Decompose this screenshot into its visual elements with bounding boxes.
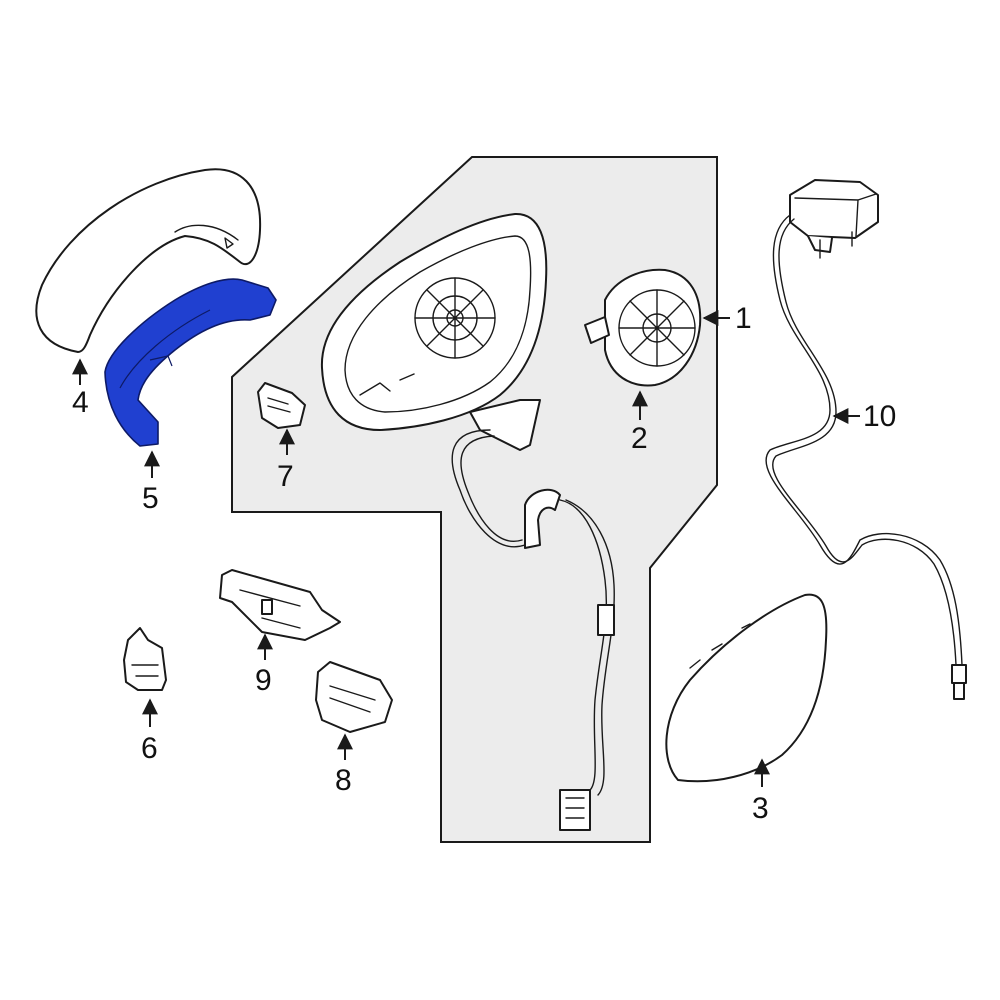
part-10-adapter-cable[interactable] (765, 179, 967, 700)
callout-8: 8 (335, 764, 352, 797)
callout-5: 5 (142, 482, 159, 515)
callout-6: 6 (141, 732, 158, 765)
part-3-mirror-glass[interactable] (665, 593, 828, 783)
callout-4: 4 (72, 386, 89, 419)
callout-9: 9 (255, 664, 272, 697)
part-4-mirror-cover[interactable] (35, 168, 262, 353)
part-1-mirror-assembly[interactable] (320, 212, 615, 831)
callout-1: 1 (735, 302, 752, 335)
part-7-switch[interactable] (257, 382, 306, 429)
part-5-turn-signal-lamp[interactable] (104, 278, 277, 447)
callout-2: 2 (631, 422, 648, 455)
callout-10: 10 (863, 400, 896, 433)
callout-3: 3 (752, 792, 769, 825)
part-2-mirror-motor[interactable] (584, 268, 702, 387)
callout-7: 7 (277, 460, 294, 493)
part-9-bracket[interactable] (219, 569, 341, 641)
part-6-clip[interactable] (123, 627, 167, 691)
part-8-actuator[interactable] (315, 661, 393, 733)
